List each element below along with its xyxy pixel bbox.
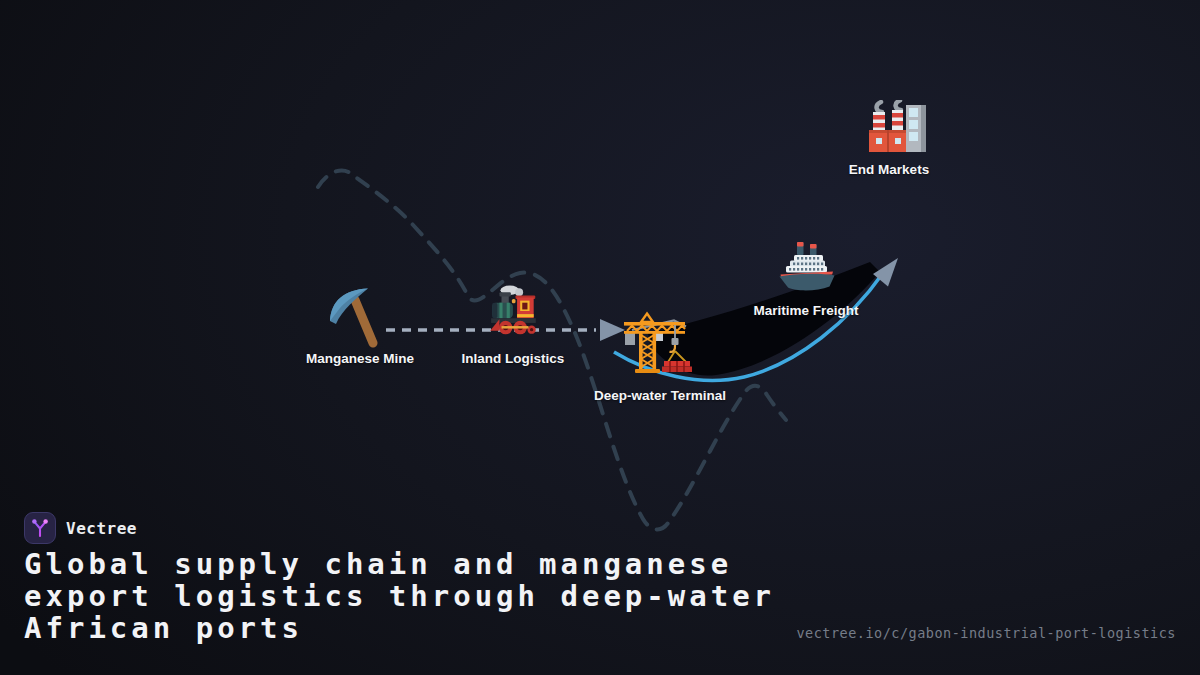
factory-icon (868, 100, 928, 154)
node-label-deep-water-terminal: Deep-water Terminal (594, 388, 726, 403)
node-manganese-mine (328, 286, 378, 352)
node-maritime-freight (778, 236, 836, 298)
ship-icon (778, 236, 836, 294)
node-label-maritime-freight: Maritime Freight (753, 303, 858, 318)
vectree-logo-icon (25, 513, 55, 543)
vectree-logo (24, 512, 56, 544)
pickaxe-icon (328, 286, 378, 348)
title-line-1: Global supply chain and manganese (24, 548, 775, 580)
title-line-3: African ports (24, 612, 775, 644)
node-label-end-markets: End Markets (849, 162, 929, 177)
title-line-2: export logistics through deep-water (24, 580, 775, 612)
node-inland-logistics (488, 284, 542, 342)
node-end-markets (868, 100, 928, 158)
crane-icon (622, 310, 692, 374)
page-title: Global supply chain and manganese export… (24, 548, 775, 644)
brand: Vectree (24, 512, 137, 544)
node-label-inland-logistics: Inland Logistics (462, 351, 565, 366)
locomotive-icon (488, 284, 542, 338)
brand-name: Vectree (66, 519, 137, 538)
node-deep-water-terminal (622, 310, 692, 378)
node-label-manganese-mine: Manganese Mine (306, 351, 414, 366)
canvas-url: vectree.io/c/gabon-industrial-port-logis… (796, 625, 1176, 641)
